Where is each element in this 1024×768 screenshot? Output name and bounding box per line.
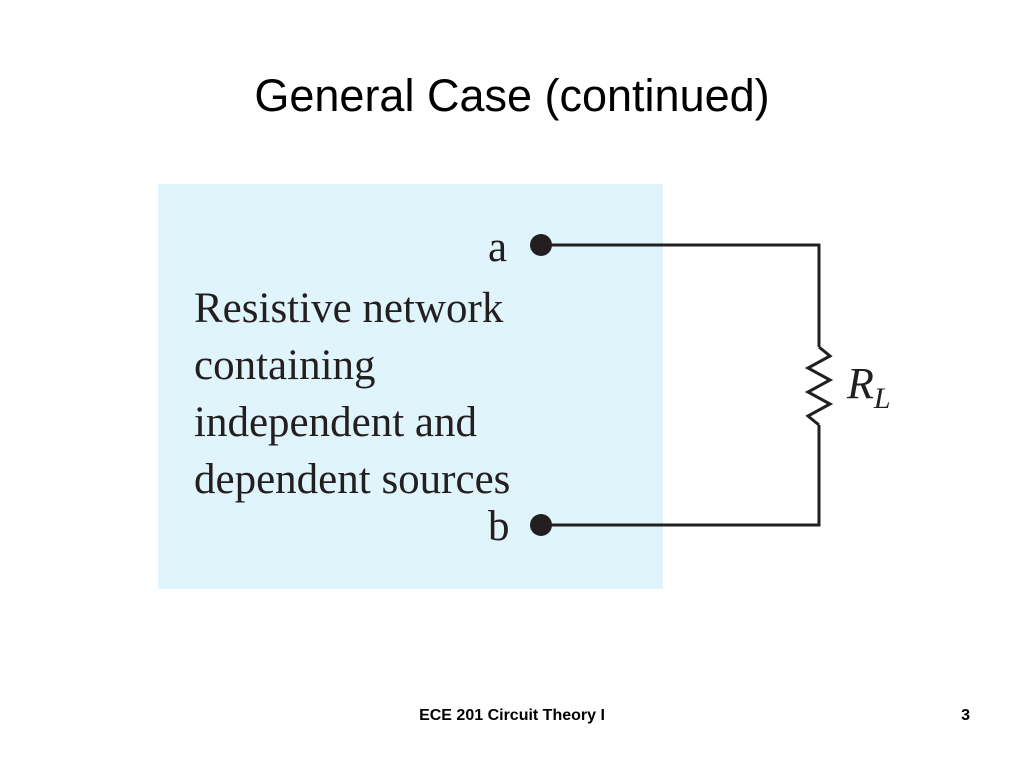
load-resistor-label: RL: [847, 360, 891, 423]
load-symbol: R: [847, 359, 874, 408]
terminal-b-node: [530, 514, 552, 536]
network-line: dependent sources: [194, 456, 511, 503]
slide-footer: ECE 201 Circuit Theory I: [419, 707, 605, 724]
load-subscript: L: [873, 382, 891, 415]
network-description: Resistive network containing independent…: [194, 280, 510, 508]
network-line: containing: [194, 342, 376, 389]
top-wire: [541, 243, 821, 347]
load-resistor: [804, 345, 834, 427]
page-number: 3: [961, 707, 970, 724]
bottom-wire: [541, 425, 821, 527]
network-line: independent and: [194, 399, 477, 446]
network-line: Resistive network: [194, 285, 504, 332]
network-box: [158, 184, 663, 589]
terminal-b-label: b: [488, 503, 510, 550]
terminal-a-label: a: [488, 224, 508, 271]
terminal-a-node: [530, 234, 552, 256]
slide-title: General Case (continued): [254, 70, 770, 121]
